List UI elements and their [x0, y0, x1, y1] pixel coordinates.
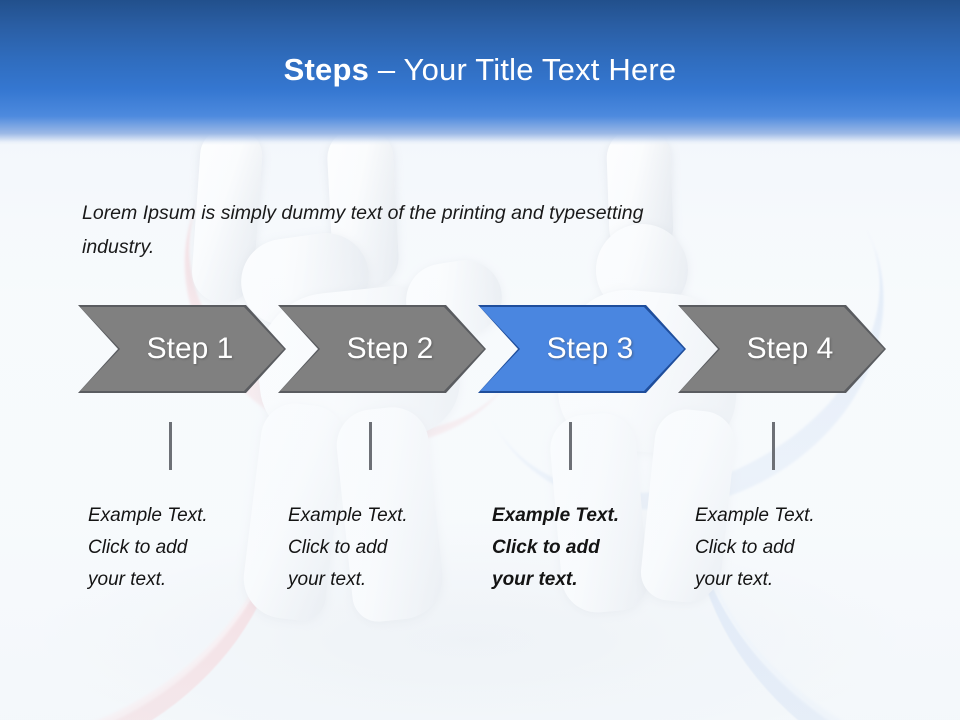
- intro-paragraph: Lorem Ipsum is simply dummy text of the …: [82, 196, 896, 264]
- step-chevron-1[interactable]: Step 1: [78, 305, 286, 393]
- step-description-1-line-1: Example Text.: [88, 505, 208, 526]
- step-description-1-line-3: your text.: [88, 569, 167, 590]
- intro-line-1: Lorem Ipsum is simply dummy text of the …: [82, 202, 644, 224]
- step-chevron-2-label: Step 2: [346, 332, 434, 365]
- step-description-3-line-3: your text.: [492, 569, 578, 590]
- step-description-3-line-2: Click to add: [492, 537, 600, 558]
- intro-line-2: industry.: [82, 236, 155, 258]
- step-chevron-3[interactable]: Step 3: [478, 305, 686, 393]
- page-title-strong: Steps: [283, 52, 370, 87]
- step-connector-tick-3: [569, 422, 572, 470]
- step-description-2[interactable]: Example Text. Click to add your text.: [288, 500, 464, 596]
- step-connector-tick-2: [369, 422, 372, 470]
- step-chevron-4-label: Step 4: [746, 332, 834, 365]
- step-description-1[interactable]: Example Text. Click to add your text.: [88, 500, 264, 596]
- step-description-4-line-3: your text.: [695, 569, 774, 590]
- step-description-3-line-1: Example Text.: [492, 505, 620, 526]
- step-description-4[interactable]: Example Text. Click to add your text.: [695, 500, 871, 596]
- step-connector-tick-4: [772, 422, 775, 470]
- step-chevron-3-label: Step 3: [546, 332, 634, 365]
- step-chevron-1-label: Step 1: [146, 332, 234, 365]
- step-description-4-line-1: Example Text.: [695, 505, 815, 526]
- step-chevron-4[interactable]: Step 4: [678, 305, 886, 393]
- step-description-2-line-1: Example Text.: [288, 505, 408, 526]
- step-description-4-line-2: Click to add: [695, 537, 795, 558]
- step-description-2-line-3: your text.: [288, 569, 367, 590]
- page-title: Steps – Your Title Text Here: [0, 52, 960, 88]
- step-chevron-2[interactable]: Step 2: [278, 305, 486, 393]
- page-title-rest: – Your Title Text Here: [377, 52, 677, 87]
- step-chevron-band: Step 1 Step 2 Step 3 Step 4: [0, 305, 960, 395]
- step-description-3[interactable]: Example Text. Click to add your text.: [492, 500, 668, 596]
- header-band: [0, 0, 960, 145]
- step-description-2-line-2: Click to add: [288, 537, 388, 558]
- step-connector-tick-1: [169, 422, 172, 470]
- step-description-1-line-2: Click to add: [88, 537, 188, 558]
